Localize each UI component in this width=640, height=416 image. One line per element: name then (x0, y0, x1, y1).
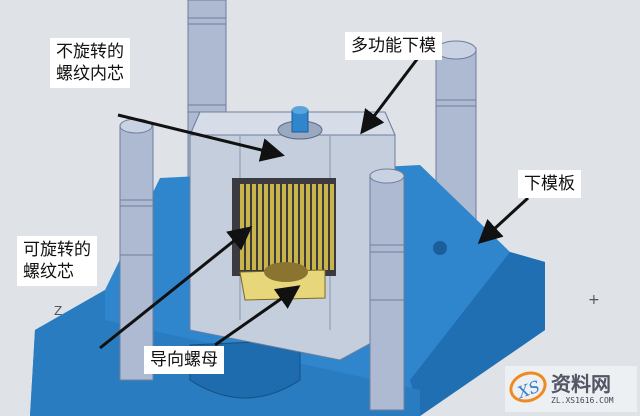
thread-tooth (294, 184, 298, 270)
non-rotating-thread-inner-core (277, 106, 323, 140)
guide-nut (239, 262, 326, 301)
watermark-logo: XS (505, 366, 551, 408)
thread-tooth (300, 184, 304, 270)
thread-tooth (312, 184, 316, 270)
arrow-guide-nut (214, 285, 301, 347)
crosshair-icon: + (588, 292, 600, 308)
arrow-lower-plate (477, 196, 530, 245)
thread-tooth (252, 184, 256, 270)
arrow-non-rotating-core (117, 113, 285, 162)
guide-pillar-front-left (119, 118, 154, 381)
watermark: XS 资料网 ZL.XS1616.COM (505, 366, 637, 412)
thread-tooth (288, 184, 292, 270)
thread-tooth (240, 184, 244, 270)
thread-tooth (276, 184, 280, 270)
label-line: 螺纹内芯 (56, 64, 124, 84)
thread-tooth (258, 184, 262, 270)
label-multi-function-lower-die: 多功能下模 (345, 32, 442, 60)
label-line: 螺纹芯 (23, 262, 74, 282)
rotating-thread-core (240, 184, 334, 270)
watermark-url: ZL.XS1616.COM (551, 396, 614, 405)
thread-tooth (324, 184, 328, 270)
guide-pillar-front-right (369, 168, 405, 411)
thread-tooth (246, 184, 250, 270)
arrow-lower-die (360, 57, 420, 135)
thread-tooth (330, 184, 334, 270)
label-line: 不旋转的 (56, 42, 124, 62)
thread-tooth (264, 184, 268, 270)
thread-tooth (306, 184, 310, 270)
thread-tooth (318, 184, 322, 270)
multi-function-lower-die (189, 111, 396, 361)
axis-z-label: Z (54, 304, 63, 318)
watermark-name: 资料网 (551, 372, 611, 396)
label-non-rotating-thread-inner-core: 不旋转的 螺纹内芯 (50, 38, 130, 88)
thread-tooth (282, 184, 286, 270)
label-rotating-thread-core: 可旋转的 螺纹芯 (17, 236, 97, 286)
arrow-rotating-core (99, 226, 253, 350)
label-lower-die-plate: 下模板 (518, 170, 581, 198)
label-line: 可旋转的 (23, 240, 91, 260)
label-guide-nut: 导向螺母 (144, 346, 224, 374)
thread-tooth (270, 184, 274, 270)
